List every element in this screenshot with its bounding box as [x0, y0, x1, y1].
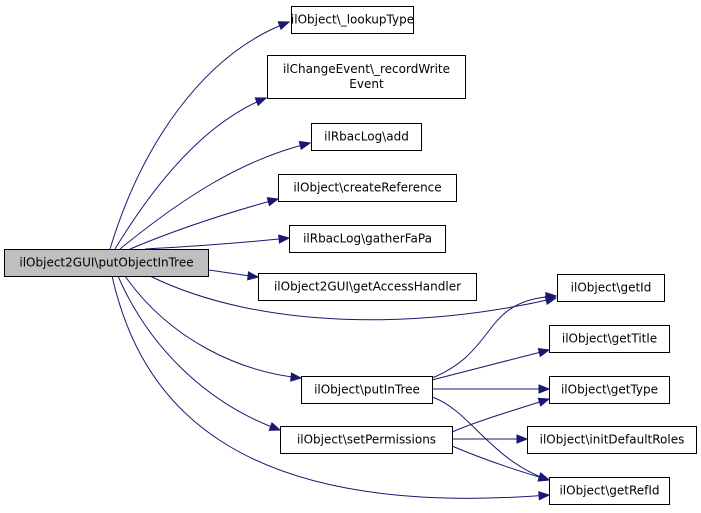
edge-root-to-lookupType	[109, 21, 291, 250]
edge-line	[109, 21, 290, 250]
node-box[interactable]	[549, 376, 670, 404]
arrowhead-icon	[538, 384, 551, 394]
node-box[interactable]	[527, 426, 697, 454]
edge-line	[451, 445, 550, 481]
node-box[interactable]	[311, 123, 422, 151]
node-getAccessHandler[interactable]: ilObject2GUI\getAccessHandler	[258, 273, 477, 301]
node-createReference[interactable]: ilObject\createReference	[278, 174, 457, 202]
edge-line	[119, 142, 311, 250]
nodes-layer: ilObject2GUI\putObjectInTree ilObject\_lo…	[4, 6, 697, 505]
edge-root-to-putInTree	[124, 275, 303, 382]
edge-root-to-gatherFaPa	[144, 234, 291, 250]
node-label: ilRbacLog\add	[324, 130, 409, 144]
arrowhead-icon	[537, 348, 551, 358]
node-box[interactable]	[280, 426, 453, 454]
edge-line	[431, 396, 550, 481]
edge-line	[431, 349, 550, 381]
node-box[interactable]	[289, 225, 446, 253]
edge-line	[149, 275, 557, 321]
edge-root-to-rbacAdd	[119, 140, 312, 250]
node-label: ilObject\getType	[561, 383, 658, 397]
arrowhead-icon	[277, 21, 291, 31]
node-getRefId[interactable]: ilObject\getRefId	[549, 477, 670, 505]
arrowhead-icon	[278, 234, 291, 244]
node-box[interactable]	[4, 249, 209, 277]
arrowhead-icon	[516, 434, 529, 444]
node-getId[interactable]: ilObject\getId	[557, 274, 665, 302]
node-setPermissions[interactable]: ilObject\setPermissions	[280, 426, 453, 454]
edge-putInTree-to-getId	[431, 291, 558, 379]
node-getType[interactable]: ilObject\getType	[549, 376, 670, 404]
edge-root-to-createReference	[129, 197, 280, 250]
node-box[interactable]	[549, 477, 670, 505]
arrowhead-icon	[247, 271, 260, 281]
node-label: ilObject\getId	[571, 281, 652, 295]
edge-line	[129, 198, 279, 250]
edge-root-to-getAccessHandler	[207, 269, 260, 281]
edge-putInTree-to-getTitle	[431, 348, 551, 381]
arrowhead-icon	[537, 397, 551, 407]
edge-setPermissions-to-getRefId	[451, 445, 551, 482]
node-label: Event	[349, 77, 384, 91]
node-putInTree[interactable]: ilObject\putInTree	[301, 376, 433, 404]
edge-putInTree-to-getType	[432, 384, 551, 394]
edge-root-to-recordWriteEvent	[114, 97, 268, 250]
arrowhead-icon	[290, 372, 303, 382]
node-label: ilObject\createReference	[293, 181, 441, 195]
edge-setPermissions-to-getType	[451, 397, 551, 433]
edges-layer	[109, 21, 558, 501]
node-box[interactable]	[301, 376, 433, 404]
node-box[interactable]	[258, 273, 477, 301]
node-label: ilObject\_lookupType	[291, 13, 414, 27]
arrowhead-icon	[298, 140, 312, 151]
node-getTitle[interactable]: ilObject\getTitle	[549, 325, 670, 353]
node-label: ilObject\initDefaultRoles	[540, 433, 685, 447]
edge-line	[451, 398, 550, 433]
node-box[interactable]	[291, 6, 414, 34]
node-box[interactable]	[549, 325, 670, 353]
edge-setPermissions-to-initDefaultRoles	[452, 434, 529, 444]
edge-root-to-getRefId	[111, 275, 551, 501]
node-lookupType[interactable]: ilObject\_lookupType	[291, 6, 414, 34]
node-gatherFaPa[interactable]: ilRbacLog\gatherFaPa	[289, 225, 446, 253]
arrowhead-icon	[545, 291, 558, 302]
node-label: ilObject\getRefId	[559, 484, 659, 498]
edge-line	[114, 97, 267, 250]
arrowhead-icon	[266, 197, 280, 207]
edge-line	[144, 237, 290, 250]
node-label: ilChangeEvent\_recordWrite	[283, 62, 450, 76]
node-box[interactable]	[557, 274, 665, 302]
node-label: ilRbacLog\gatherFaPa	[303, 232, 432, 246]
arrowhead-icon	[268, 422, 282, 431]
node-label: ilObject\putInTree	[314, 383, 420, 397]
edge-root-to-setPermissions	[117, 275, 282, 431]
node-label: ilObject\getTitle	[562, 332, 657, 346]
node-root[interactable]: ilObject2GUI\putObjectInTree	[4, 249, 209, 277]
arrowhead-icon	[254, 97, 268, 107]
edge-line	[111, 275, 550, 499]
arrowhead-icon	[537, 472, 551, 482]
edge-line	[431, 295, 557, 379]
node-rbacAdd[interactable]: ilRbacLog\add	[311, 123, 422, 151]
edge-line	[117, 275, 281, 431]
node-box[interactable]	[278, 174, 457, 202]
node-initDefaultRoles[interactable]: ilObject\initDefaultRoles	[527, 426, 697, 454]
edge-line	[124, 275, 302, 379]
node-label: ilObject\setPermissions	[297, 433, 436, 447]
node-label: ilObject2GUI\putObjectInTree	[19, 256, 193, 270]
node-label: ilObject2GUI\getAccessHandler	[274, 280, 461, 294]
node-box[interactable]	[267, 55, 466, 99]
arrowhead-icon	[538, 491, 551, 501]
